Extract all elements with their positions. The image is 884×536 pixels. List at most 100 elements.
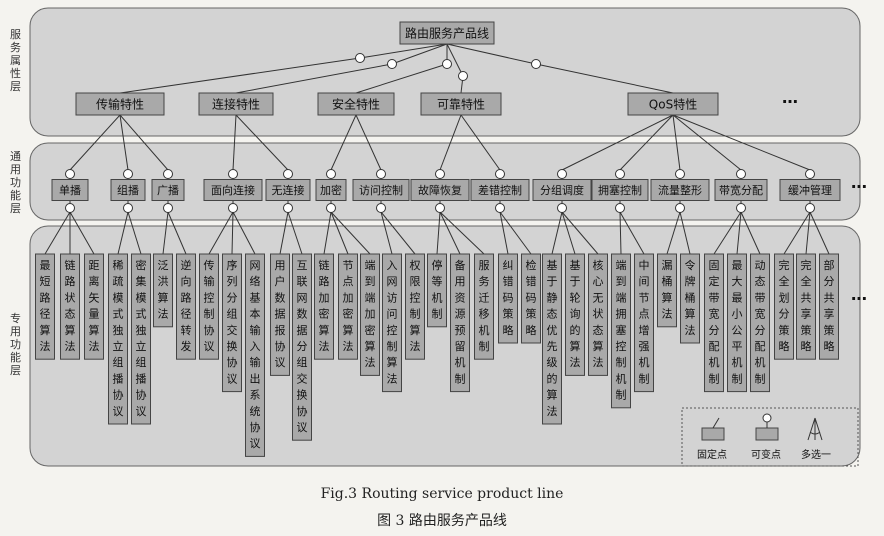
node-l2-8: 差错控制	[470, 179, 530, 201]
svg-text:服务迁移机制: 服务迁移机制	[479, 259, 490, 353]
svg-text:流量整形: 流量整形	[658, 183, 702, 197]
node-l2-2: 广播	[151, 179, 185, 201]
node-l2-0: 单播	[51, 179, 89, 201]
node-l2-3: 面向连接	[203, 179, 263, 201]
node-l2-11: 流量整形	[650, 179, 710, 201]
legend-box	[681, 407, 859, 467]
svg-text:缓冲管理: 缓冲管理	[788, 183, 832, 197]
node-l3-24: 核心无状态算法	[588, 253, 608, 376]
node-l3-26: 中间节点增强机制	[634, 253, 654, 393]
node-l3-10: 用户数据报协议	[270, 253, 290, 376]
svg-text:完全划分策略: 完全划分策略	[779, 258, 790, 353]
svg-text:访问控制: 访问控制	[359, 183, 403, 197]
layer-label-common: 通用功能层	[10, 150, 21, 215]
legend-label-multi: 多选一	[801, 448, 831, 461]
node-l3-27: 漏桶算法	[657, 253, 677, 328]
svg-text:漏桶算法: 漏桶算法	[662, 259, 673, 321]
node-l3-22: 基于静态优先级的算法	[542, 253, 562, 425]
node-l1-1: 连接特性	[198, 92, 274, 116]
svg-text:单播: 单播	[59, 183, 81, 197]
svg-text:互联网数据分组交换协议: 互联网数据分组交换协议	[297, 259, 308, 434]
node-l3-18: 备用资源预留机制	[450, 253, 470, 393]
svg-text:QoS特性: QoS特性	[649, 96, 697, 111]
node-l1-3: 可靠特性	[420, 92, 502, 116]
svg-text:故障恢复: 故障恢复	[418, 183, 462, 197]
svg-text:最大最小公平机制: 最大最小公平机制	[732, 259, 743, 385]
node-l3-19: 服务迁移机制	[474, 253, 494, 360]
svg-text:核心无状态算法: 核心无状态算法	[593, 258, 604, 369]
node-l2-12: 带宽分配	[714, 179, 768, 201]
node-l3-33: 完全共享策略	[796, 253, 816, 360]
svg-text:安全特性: 安全特性	[332, 96, 380, 111]
node-l3-12: 链路加密算法	[314, 253, 334, 360]
node-l3-34: 部分共享策略	[819, 253, 839, 360]
svg-text:拥塞控制: 拥塞控制	[598, 183, 642, 197]
node-l3-23: 基于轮询的算法	[565, 253, 585, 376]
svg-text:无连接: 无连接	[272, 184, 305, 197]
node-l3-20: 纠错码策略	[498, 253, 518, 344]
caption-zh: 图 3 路由服务产品线	[377, 513, 507, 529]
svg-text:权限控制算法: 权限控制算法	[410, 259, 421, 353]
node-l3-4: 密集模式独立组播协议	[131, 253, 151, 425]
svg-text:停等机制: 停等机制	[432, 258, 443, 321]
svg-text:完全共享策略: 完全共享策略	[801, 258, 812, 353]
svg-text:检错码策略: 检错码策略	[526, 258, 537, 337]
legend-label-fixed: 固定点	[697, 448, 727, 461]
node-l2-9: 分组调度	[532, 179, 592, 201]
svg-text:基于轮询的算法: 基于轮询的算法	[570, 259, 581, 369]
svg-text:部分共享策略: 部分共享策略	[824, 258, 835, 353]
svg-text:逆向路径转发: 逆向路径转发	[181, 258, 192, 353]
svg-text:基于静态优先级的算法: 基于静态优先级的算法	[547, 259, 558, 418]
svg-text:稀疏模式独立组播协议: 稀疏模式独立组播协议	[113, 259, 124, 418]
product-line-diagram: 路由服务产品线传输特性 连接特性 安全特性 可靠特性 QoS特性单播 组播广播 面向连接 无连…	[29, 7, 867, 467]
node-l3-14: 端到端加密算法	[360, 253, 380, 376]
node-l3-0: 最短路径算法	[35, 253, 55, 360]
svg-text:面向连接: 面向连接	[211, 183, 255, 197]
svg-text:入网访问控制算法: 入网访问控制算法	[387, 259, 398, 385]
svg-text:纠错码策略: 纠错码策略	[503, 259, 514, 337]
legend-label-variable: 可变点	[751, 448, 781, 461]
layer-label-service: 服务属性层	[10, 28, 21, 93]
node-l3-8: 序列分组交换协议	[222, 253, 242, 393]
node-l3-17: 停等机制	[427, 253, 447, 328]
node-root: 路由服务产品线	[399, 21, 495, 45]
svg-text:中间节点增强机制: 中间节点增强机制	[639, 259, 650, 385]
svg-text:带宽分配: 带宽分配	[719, 183, 763, 197]
ellipsis-2: …	[851, 285, 867, 304]
svg-text:端到端拥塞控制机制: 端到端拥塞控制机制	[616, 259, 627, 402]
node-l3-21: 检错码策略	[521, 253, 541, 344]
svg-text:链路状态算法: 链路状态算法	[65, 258, 76, 353]
ellipsis-1: …	[851, 173, 867, 192]
node-l2-13: 缓冲管理	[779, 179, 841, 201]
node-l3-30: 最大最小公平机制	[727, 253, 747, 393]
node-l3-6: 逆向路径转发	[176, 253, 196, 360]
svg-text:传输控制协议: 传输控制协议	[204, 259, 215, 353]
svg-text:节点加密算法: 节点加密算法	[343, 259, 354, 353]
node-l2-6: 访问控制	[352, 179, 410, 201]
svg-text:连接特性: 连接特性	[212, 96, 260, 111]
node-l3-13: 节点加密算法	[338, 253, 358, 360]
svg-text:组播: 组播	[117, 183, 139, 197]
svg-text:动态带宽分配机制: 动态带宽分配机制	[755, 259, 766, 385]
node-l2-10: 拥塞控制	[591, 179, 649, 201]
node-l3-15: 入网访问控制算法	[382, 253, 402, 393]
node-l1-0: 传输特性	[75, 92, 165, 116]
node-l1-2: 安全特性	[317, 92, 395, 116]
node-l3-28: 令牌桶算法	[680, 253, 700, 344]
svg-text:差错控制: 差错控制	[478, 183, 522, 197]
node-l2-5: 加密	[315, 179, 347, 201]
svg-text:密集模式独立组播协议: 密集模式独立组播协议	[136, 258, 147, 418]
ellipsis-0: …	[782, 88, 798, 107]
svg-text:泛洪算法: 泛洪算法	[158, 259, 169, 321]
legend: 固定点 可变点 多选一	[697, 413, 831, 461]
node-l2-1: 组播	[110, 179, 146, 201]
svg-text:令牌桶算法: 令牌桶算法	[685, 258, 696, 337]
node-l1-4: QoS特性	[627, 92, 719, 116]
node-l2-7: 故障恢复	[410, 179, 470, 201]
node-l3-1: 链路状态算法	[60, 253, 80, 360]
svg-text:备用资源预留机制: 备用资源预留机制	[455, 258, 466, 385]
svg-text:网络基本输入输出系统协议: 网络基本输入输出系统协议	[250, 259, 261, 450]
svg-text:路由服务产品线: 路由服务产品线	[405, 25, 489, 40]
layer-label-special: 专用功能层	[10, 312, 21, 377]
node-l3-31: 动态带宽分配机制	[750, 253, 770, 393]
